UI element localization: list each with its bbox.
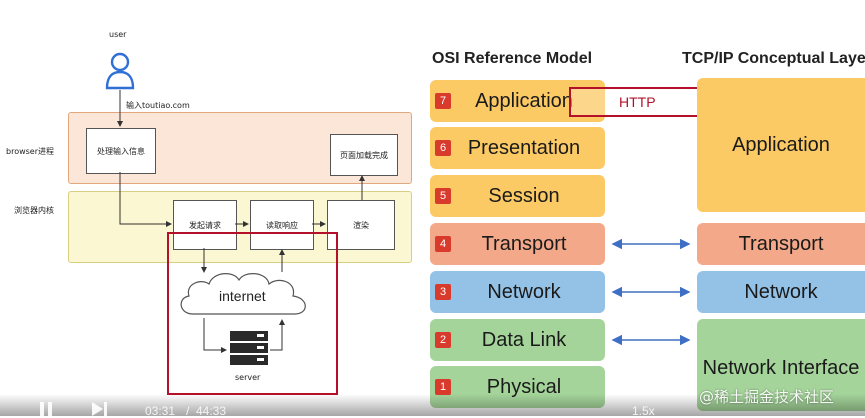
watermark: @稀土掘金技术社区 <box>699 388 835 406</box>
page-loaded-box: 页面加载完成 <box>330 134 398 176</box>
render-box: 渲染 <box>327 200 395 250</box>
server-label: server <box>235 373 261 382</box>
internet-label: internet <box>219 288 266 304</box>
layer-label: Session <box>488 184 560 207</box>
render-kernel-label: 浏览器内核 <box>14 206 54 215</box>
tcpip-layer-network-interface: Network Interface <box>697 319 865 411</box>
http-highlight: HTTP <box>569 87 701 117</box>
time-current: 03:31 <box>145 404 176 418</box>
osi-layer-physical: 1 Physical <box>430 366 605 408</box>
osi-layer-presentation: 6 Presentation <box>430 127 605 169</box>
network-highlight-frame <box>167 232 338 395</box>
mapping-arrows <box>611 238 691 346</box>
layer-number: 7 <box>435 93 451 109</box>
layer-label: Physical <box>486 375 562 398</box>
osi-layer-session: 5 Session <box>430 175 605 217</box>
time-separator: / <box>186 404 190 418</box>
tcpip-layer-network: Network <box>697 271 865 313</box>
layer-label: Application <box>475 89 573 112</box>
user-icon <box>105 52 135 90</box>
user-label: user <box>109 30 127 39</box>
url-label: 输入toutiao.com <box>126 101 190 110</box>
cloud-icon <box>180 273 306 315</box>
layer-label: Transport <box>481 232 567 255</box>
next-icon[interactable] <box>90 400 110 416</box>
time-total: 44:33 <box>196 404 227 418</box>
osi-layer-network: 3 Network <box>430 271 605 313</box>
pause-icon[interactable] <box>38 400 54 416</box>
send-request-box: 发起请求 <box>173 200 237 250</box>
osi-layer-transport: 4 Transport <box>430 223 605 265</box>
layer-number: 4 <box>435 236 451 252</box>
server-icon <box>230 331 268 365</box>
video-control-bar <box>0 394 865 416</box>
layer-number: 6 <box>435 140 451 156</box>
layer-number: 3 <box>435 284 451 300</box>
osi-layer-data-link: 2 Data Link <box>430 319 605 361</box>
diagram-connectors <box>117 90 365 353</box>
layer-label: Data Link <box>481 328 567 351</box>
tcpip-layer-application: Application <box>697 78 865 212</box>
layer-number: 5 <box>435 188 451 204</box>
layer-number: 2 <box>435 332 451 348</box>
osi-title: OSI Reference Model <box>432 50 593 67</box>
layer-label: Presentation <box>467 136 581 159</box>
handle-input-box: 处理输入信息 <box>86 128 156 174</box>
playback-speed[interactable]: 1.5x <box>632 404 655 418</box>
tcpip-title: TCP/IP Conceptual Laye <box>682 50 865 67</box>
layer-label: Network <box>487 280 561 303</box>
tcpip-layer-transport: Transport <box>697 223 865 265</box>
layer-number: 1 <box>435 379 451 395</box>
browser-process-label: browser进程 <box>6 147 55 156</box>
